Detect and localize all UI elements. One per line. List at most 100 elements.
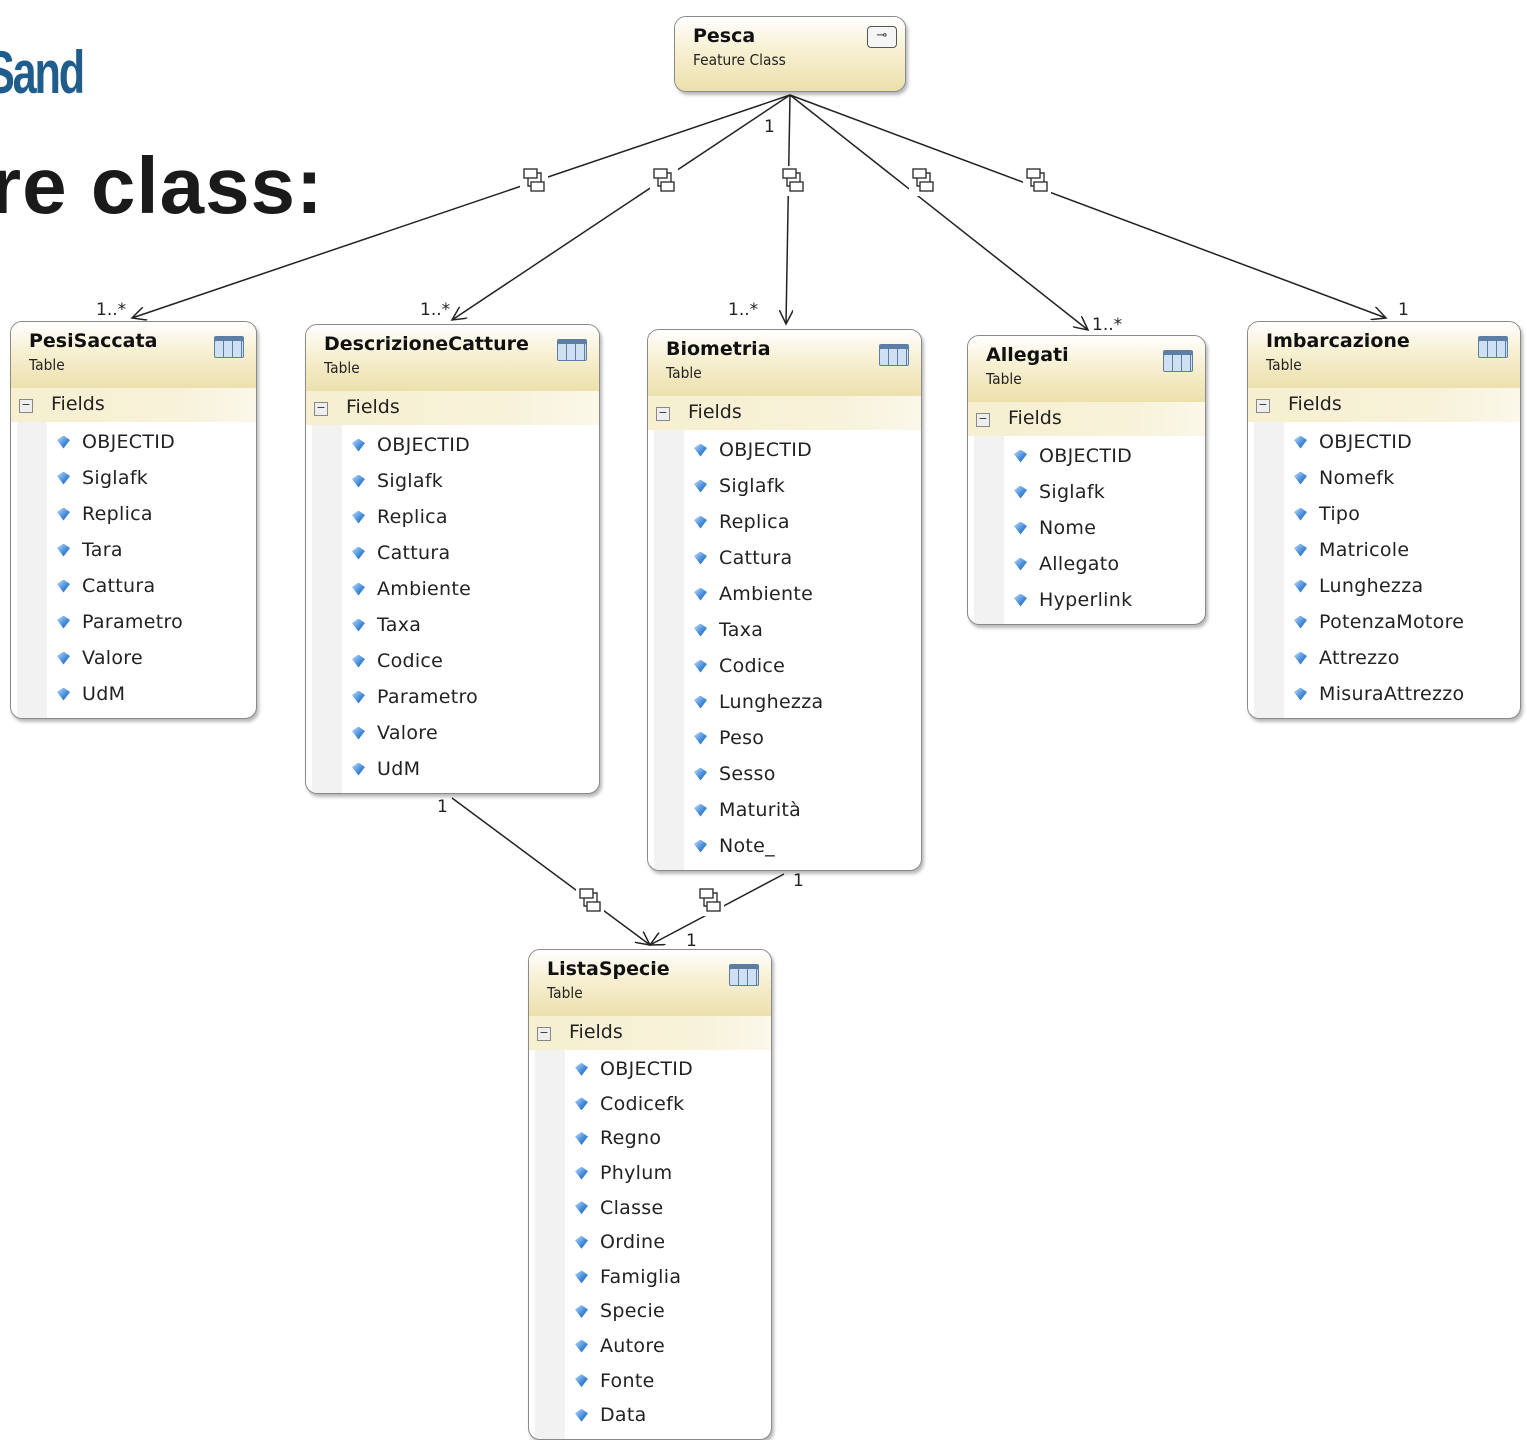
field-icon — [1014, 521, 1027, 535]
field-row[interactable]: Maturità — [648, 792, 921, 828]
field-row[interactable]: Tara — [11, 532, 256, 568]
field-name: Hyperlink — [1039, 589, 1133, 611]
field-row[interactable]: UdM — [11, 676, 256, 712]
field-row[interactable]: Parametro — [306, 679, 599, 715]
link-pesca-imbarcazione — [789, 94, 1386, 318]
table-name: DescrizioneCatture — [324, 333, 529, 355]
field-row[interactable]: OBJECTID — [306, 427, 599, 463]
field-row[interactable]: Ambiente — [648, 576, 921, 612]
field-row[interactable]: Siglafk — [306, 463, 599, 499]
field-name: OBJECTID — [719, 439, 813, 461]
field-icon — [352, 726, 365, 740]
field-row[interactable]: OBJECTID — [968, 438, 1205, 474]
field-name: PotenzaMotore — [1319, 611, 1465, 633]
field-row[interactable]: Ambiente — [306, 571, 599, 607]
field-row[interactable]: OBJECTID — [529, 1052, 771, 1087]
field-row[interactable]: Replica — [11, 496, 256, 532]
field-row[interactable]: Cattura — [648, 540, 921, 576]
table-icon — [214, 336, 244, 358]
field-row[interactable]: PotenzaMotore — [1248, 604, 1520, 640]
fields-label: Fields — [688, 401, 742, 423]
field-icon — [352, 474, 365, 488]
field-row[interactable]: Allegato — [968, 546, 1205, 582]
field-row[interactable]: Siglafk — [11, 460, 256, 496]
field-row[interactable]: Cattura — [306, 535, 599, 571]
fields-group-header[interactable]: −Fields — [968, 402, 1205, 436]
fields-group-header[interactable]: −Fields — [529, 1016, 771, 1050]
field-name: UdM — [377, 758, 421, 780]
field-row[interactable]: Data — [529, 1398, 771, 1433]
field-row[interactable]: MisuraAttrezzo — [1248, 676, 1520, 712]
collapse-icon[interactable]: − — [537, 1027, 551, 1041]
collapse-icon[interactable]: − — [656, 407, 670, 421]
field-row[interactable]: Autore — [529, 1329, 771, 1364]
field-name: Parametro — [82, 611, 184, 633]
field-row[interactable]: Replica — [306, 499, 599, 535]
field-icon — [57, 435, 70, 449]
field-row[interactable]: Siglafk — [968, 474, 1205, 510]
fields-group-header[interactable]: −Fields — [306, 391, 599, 425]
feature-class-pesca[interactable]: Pesca Feature Class ⊸ — [674, 16, 906, 92]
fields-group-header[interactable]: −Fields — [1248, 388, 1520, 422]
field-name: Phylum — [600, 1162, 673, 1185]
field-row[interactable]: Codice — [306, 643, 599, 679]
field-row[interactable]: OBJECTID — [648, 432, 921, 468]
field-row[interactable]: Hyperlink — [968, 582, 1205, 618]
collapse-icon[interactable]: − — [976, 413, 990, 427]
field-row[interactable]: Cattura — [11, 568, 256, 604]
field-row[interactable]: Fonte — [529, 1363, 771, 1398]
field-row[interactable]: Sesso — [648, 756, 921, 792]
field-icon — [1014, 593, 1027, 607]
field-row[interactable]: Regno — [529, 1121, 771, 1156]
field-row[interactable]: Parametro — [11, 604, 256, 640]
field-row[interactable]: Siglafk — [648, 468, 921, 504]
field-row[interactable]: Ordine — [529, 1225, 771, 1260]
field-row[interactable]: OBJECTID — [11, 424, 256, 460]
field-row[interactable]: UdM — [306, 751, 599, 787]
field-row[interactable]: Nomefk — [1248, 460, 1520, 496]
field-name: OBJECTID — [82, 431, 176, 453]
field-row[interactable]: Taxa — [306, 607, 599, 643]
fields-group-header[interactable]: − Fields — [648, 396, 921, 430]
field-name: Attrezzo — [1319, 647, 1400, 669]
field-row[interactable]: Tipo — [1248, 496, 1520, 532]
field-row[interactable]: Lunghezza — [648, 684, 921, 720]
collapse-icon[interactable]: − — [19, 399, 33, 413]
field-row[interactable]: Codice — [648, 648, 921, 684]
field-icon — [575, 1201, 588, 1215]
collapse-icon[interactable]: − — [314, 402, 328, 416]
field-row[interactable]: OBJECTID — [1248, 424, 1520, 460]
field-row[interactable]: Attrezzo — [1248, 640, 1520, 676]
collapse-icon[interactable]: − — [1256, 399, 1270, 413]
field-row[interactable]: Peso — [648, 720, 921, 756]
field-name: Taxa — [377, 614, 422, 636]
field-row[interactable]: Note_ — [648, 828, 921, 864]
fields-group-header[interactable]: −Fields — [11, 388, 256, 422]
field-icon — [1014, 557, 1027, 571]
table-type: Table — [986, 370, 1022, 388]
field-row[interactable]: Valore — [306, 715, 599, 751]
field-name: Cattura — [377, 542, 451, 564]
field-row[interactable]: Nome — [968, 510, 1205, 546]
field-row[interactable]: Matricole — [1248, 532, 1520, 568]
field-row[interactable]: Taxa — [648, 612, 921, 648]
field-row[interactable]: Replica — [648, 504, 921, 540]
field-icon — [575, 1235, 588, 1249]
field-row[interactable]: Classe — [529, 1190, 771, 1225]
field-row[interactable]: Codicefk — [529, 1087, 771, 1122]
field-row[interactable]: Lunghezza — [1248, 568, 1520, 604]
field-row[interactable]: Phylum — [529, 1156, 771, 1191]
field-row[interactable]: Famiglia — [529, 1260, 771, 1295]
field-row[interactable]: Specie — [529, 1294, 771, 1329]
field-icon — [57, 687, 70, 701]
field-icon — [1294, 579, 1307, 593]
field-row[interactable]: Valore — [11, 640, 256, 676]
